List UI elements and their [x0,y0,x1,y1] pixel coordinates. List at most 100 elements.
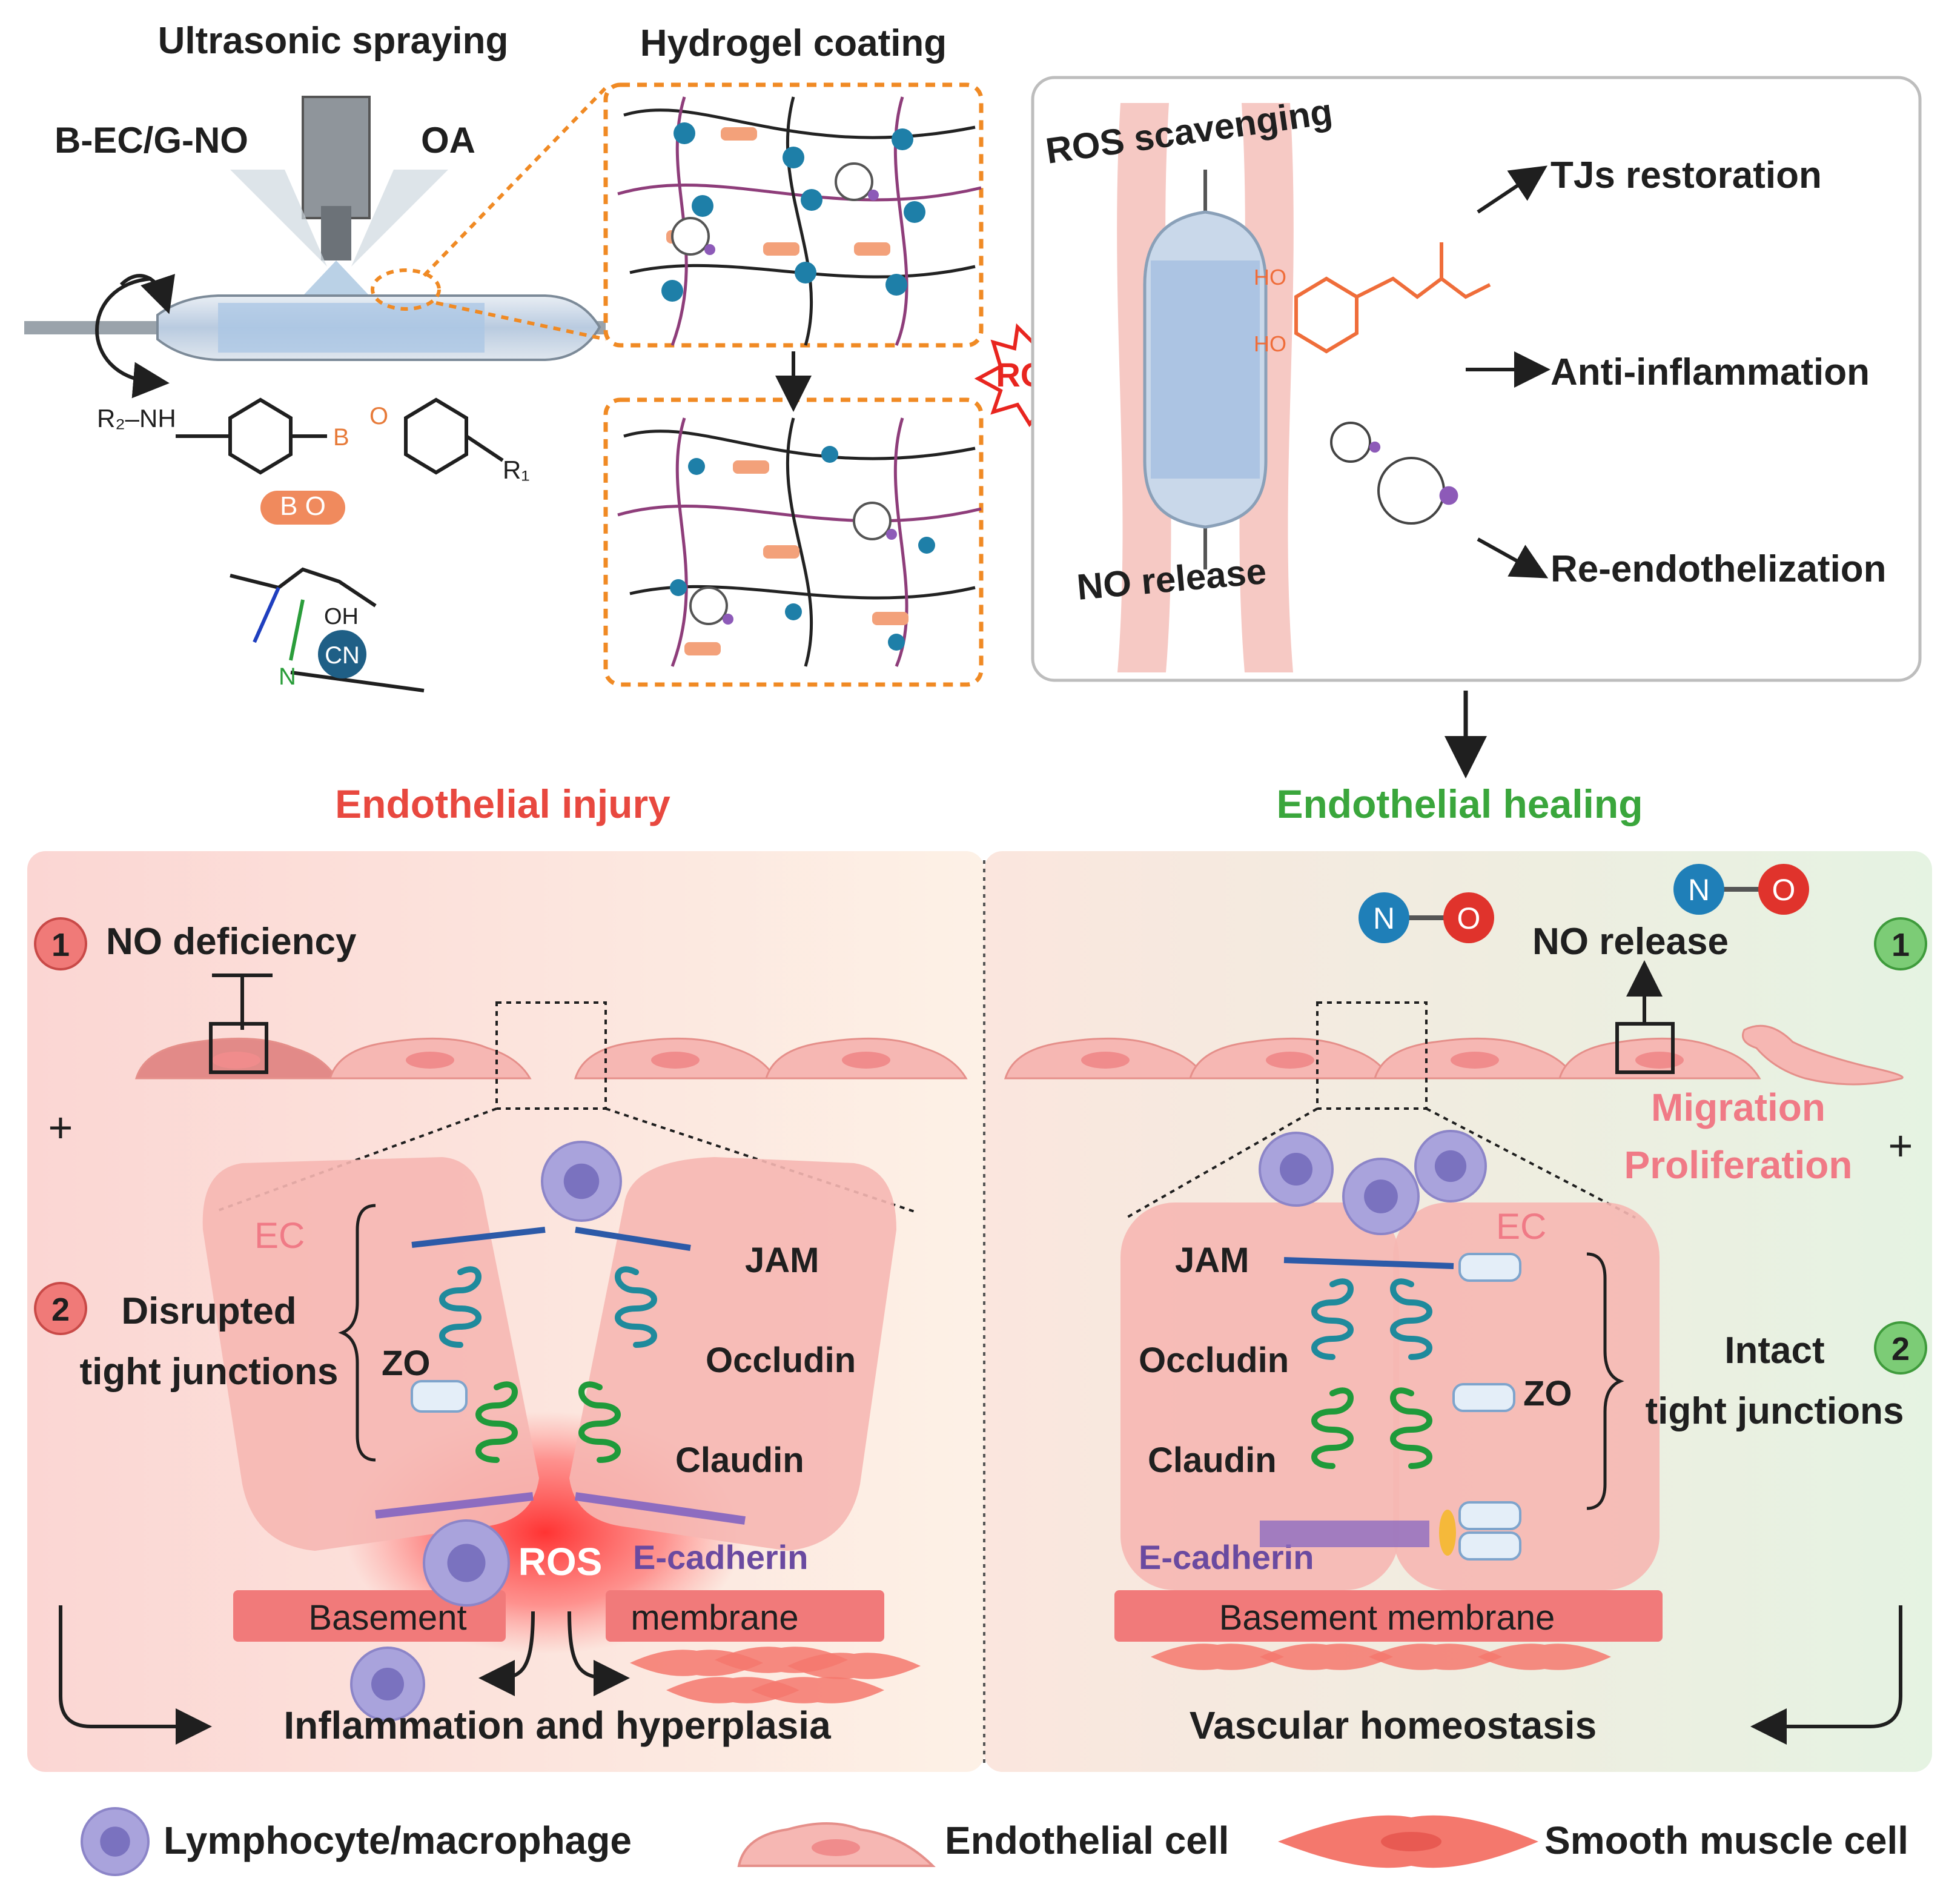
jam-protein [1283,1257,1454,1269]
legend-smooth-muscle-label: Smooth muscle cell [1544,1819,1908,1862]
crosslink-node [892,128,913,150]
nitrogen-atom [1359,892,1409,943]
jam-protein [575,1227,691,1251]
therapy-panel: ROS scavenging NO release HO HO TJs rest… [1031,76,1922,778]
crosslink-node [661,280,683,302]
injury-basement-left-label: Basement [308,1598,466,1637]
bo-badge [260,491,345,525]
healing-cell-left [1120,1202,1399,1590]
hydrogel-coating-panel: Hydrogel coating ROS [603,22,1091,687]
coating-title: Hydrogel coating [640,22,947,64]
healing-zoom-right [1426,1107,1636,1219]
dendrimer [671,217,710,256]
injury-step2-line1: Disrupted [121,1290,296,1332]
crosslink-node [795,262,816,284]
zo-protein [411,1380,468,1413]
junction-protein [439,1266,482,1348]
legend-endothelial-label: Endothelial cell [945,1819,1229,1862]
legend-endothelial-nucleus [812,1839,860,1856]
boronate-linker [872,612,908,625]
cell-nucleus [842,1052,890,1069]
left-spray-jet [230,170,327,267]
right-spray-jet [351,170,448,267]
healing-occludin-label: Occludin [1139,1341,1289,1380]
chem-o: O [369,403,388,430]
resting-immune-cells [1259,1130,1487,1235]
immune-nucleus [563,1163,600,1199]
zoom-source [371,268,441,311]
ecadherin-protein [575,1492,746,1525]
imine-bond [289,599,305,661]
polymer-chain [629,264,976,279]
boronate-linker [763,545,799,559]
healing-ec-label: EC [1496,1206,1546,1247]
nitrogen-symbol: N [1688,873,1710,907]
healing-step2-badge [1874,1321,1927,1375]
injury-basement-left [233,1590,506,1642]
injury-cell-left [202,1157,540,1551]
oxygen-atom [1758,864,1809,915]
injury-outcome-arrow [59,1605,212,1745]
healing-claudin-label: Claudin [1148,1441,1277,1480]
process-title: Ultrasonic spraying [158,20,509,62]
zo-protein [1452,1383,1515,1412]
smooth-muscle-cell [1260,1644,1393,1670]
injury-step2-number: 2 [51,1292,70,1328]
intact-junction-proteins [1260,1253,1521,1561]
outcome-tjs-restoration: TJs restoration [1551,154,1822,196]
imine-chain [290,671,425,692]
dendrimer [1330,422,1371,463]
migration-label: Migration [1651,1086,1825,1129]
injury-occludin-label: Occludin [706,1341,856,1380]
proliferating-smooth-muscle [630,1647,921,1703]
no-donor-particles [1330,422,1458,525]
rotation-arrow-top [119,274,175,314]
oxygen-atom [1443,892,1494,943]
healing-step2-line2: tight junctions [1645,1390,1904,1432]
polymer-chain [893,417,908,667]
polymer-chain [617,184,982,202]
junction-protein [1311,1278,1354,1360]
crosslink-node [904,201,925,223]
outcome-re-endothelization: Re-endothelization [1551,548,1887,590]
caffeate-chain [1355,276,1491,299]
benzene-ring-1 [228,397,293,475]
crosslink-node [918,537,935,554]
immune-nucleus [1434,1150,1467,1183]
injury-step2-line2: tight junctions [79,1351,338,1393]
healing-title: Endothelial healing [1276,781,1643,826]
right-solution-label: OA [421,120,475,161]
healing-basement [1114,1590,1663,1642]
crosslinked-network [617,96,982,346]
spray-nozzle [302,96,371,219]
injury-step1-badge [34,917,87,970]
adherens-anchor [1439,1510,1456,1556]
no-donor-dot [886,529,897,540]
ecadherin-protein [1260,1521,1429,1547]
chem-oh: OH [324,604,359,629]
legend: Lymphocyte/macrophage Endothelial cell S… [81,1807,1908,1876]
crosslink-node [688,458,705,475]
nitrogen-atom [1673,864,1724,915]
immune-nucleus [1280,1153,1312,1186]
injury-outcome: Inflammation and hyperplasia [283,1703,831,1747]
crosslink-node [673,122,695,144]
smooth-muscle-cell [751,1677,884,1703]
quiescent-smooth-muscle [1151,1644,1611,1670]
arrow-tjs [1477,165,1547,214]
bo-badge-label: B O [280,491,326,521]
ros-arrow-left [478,1611,535,1696]
junction-protein [475,1381,518,1463]
disrupted-junction-proteins [375,1227,746,1525]
cn-badge [318,630,366,678]
injury-plus: + [48,1104,73,1151]
injury-brace [338,1204,376,1462]
injured-endothelial-layer [134,1037,968,1080]
no-donor-dot [1439,486,1458,505]
injury-basement-right-label: membrane [630,1598,798,1637]
polymer-chain [623,430,976,460]
legend-lymphocyte-label: Lymphocyte/macrophage [164,1819,632,1862]
spray-nozzle-tip [321,206,351,260]
left-solution-label: B-EC/G-NO [55,120,248,161]
